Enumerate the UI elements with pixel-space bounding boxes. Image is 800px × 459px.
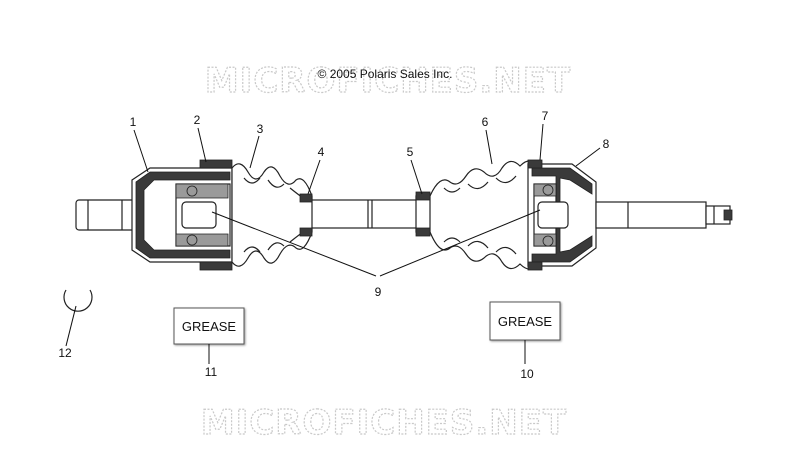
grease-label-right: GREASE xyxy=(498,314,553,329)
callout-10: 10 xyxy=(520,367,534,381)
left-stub-shaft xyxy=(75,199,137,231)
callout-8: 8 xyxy=(603,137,610,151)
callout-6: 6 xyxy=(482,115,489,129)
callout-7: 7 xyxy=(542,109,549,123)
leader-lines xyxy=(65,123,601,364)
watermark-bottom: MICROFICHES.NET xyxy=(201,403,567,443)
callout-3: 3 xyxy=(257,122,264,136)
drive-shaft xyxy=(299,199,431,229)
right-cv-housing xyxy=(527,159,597,271)
callout-4: 4 xyxy=(318,145,325,159)
callout-11: 11 xyxy=(205,365,218,379)
callout-2: 2 xyxy=(194,113,201,127)
callout-9: 9 xyxy=(375,285,382,299)
right-stub-shaft xyxy=(595,201,733,229)
grease-box-right: GREASE xyxy=(489,301,561,341)
watermark-top: MICROFICHES.NET xyxy=(205,61,571,101)
grease-box-left: GREASE xyxy=(173,307,245,345)
retaining-ring xyxy=(63,289,93,312)
copyright-text: © 2005 Polaris Sales Inc. xyxy=(318,67,453,81)
right-boot xyxy=(415,160,537,270)
callout-5: 5 xyxy=(407,145,414,159)
callout-1: 1 xyxy=(130,115,137,129)
left-cv-housing xyxy=(131,159,233,271)
grease-label-left: GREASE xyxy=(182,319,237,334)
left-boot xyxy=(231,163,313,267)
callout-12: 12 xyxy=(58,346,72,360)
